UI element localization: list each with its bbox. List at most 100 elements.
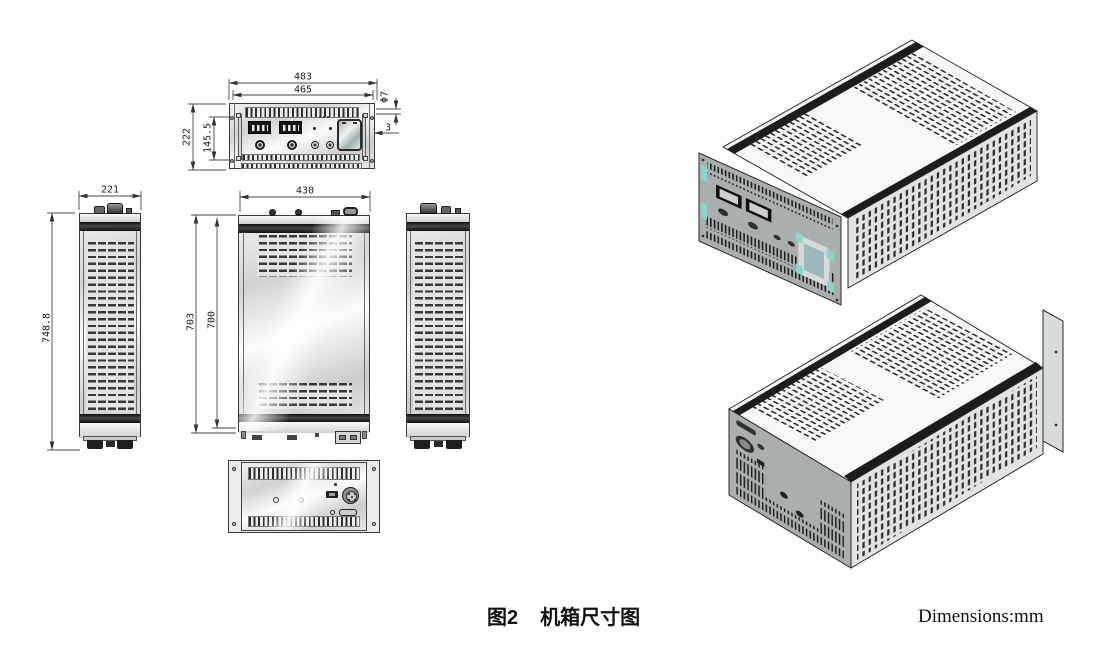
iso1-side-vent: [854, 119, 1031, 281]
iso2-rear-flange: [1042, 309, 1064, 453]
vent-field: [86, 242, 134, 410]
flange-screw: [1054, 350, 1058, 354]
rear-hole: [298, 497, 304, 503]
foot: [446, 440, 462, 449]
mount-hole: [372, 467, 376, 471]
front-knob: [287, 140, 297, 150]
dark-band: [407, 414, 469, 423]
figure-number: 图2: [487, 607, 519, 629]
vent-field: [413, 242, 463, 410]
top-knob: [295, 209, 302, 216]
mount-hole: [370, 159, 374, 163]
vent-patch-upper: [257, 235, 352, 277]
figure-caption: 图2 机箱尺寸图: [487, 601, 640, 630]
end-cap: [239, 216, 369, 224]
front-left-ear-line: [234, 104, 235, 168]
end-cap: [80, 214, 140, 222]
front-button: [326, 141, 334, 149]
mount-hole: [372, 522, 376, 526]
bottom-bolt: [252, 435, 262, 440]
top-connector: [441, 206, 451, 214]
front-top-vent: [245, 107, 359, 118]
opposite-side-view-drawing: [406, 203, 470, 449]
top-stud: [331, 210, 340, 216]
dark-band: [239, 224, 369, 233]
iso2-top-face: [728, 294, 1044, 483]
iso1-side-face: [847, 110, 1038, 289]
iso2-rail: [733, 297, 932, 415]
connector-cell: [350, 435, 357, 440]
iso2-rear-panel-details: [735, 420, 845, 560]
vent-patch-lower: [257, 383, 352, 409]
dim-label-top-width: 221: [100, 184, 120, 196]
foot: [414, 440, 430, 449]
front-right-rail: [362, 114, 366, 160]
iso1-top-vent: [853, 53, 1016, 146]
iso-view-front: [698, 39, 1039, 306]
iso1-rail: [727, 42, 924, 154]
led-indicator: [329, 127, 332, 130]
top-connector: [420, 203, 437, 214]
top-knob: [269, 209, 276, 216]
edge-line: [243, 216, 244, 431]
iso1-front-flange: [698, 152, 842, 306]
end-cap: [80, 423, 140, 438]
flange-screw: [701, 234, 705, 238]
front-view-drawing: [229, 103, 375, 169]
mount-hole: [232, 522, 236, 526]
rear-hole: [273, 497, 279, 503]
side-view-drawing: [238, 207, 370, 444]
end-cap: [407, 423, 469, 438]
base-bar: [83, 436, 137, 441]
switch-rocker: [329, 493, 335, 496]
edge-line: [364, 216, 365, 431]
front-square-connector: [337, 119, 362, 151]
mount-hole: [230, 115, 234, 120]
dim-label-side-depth-outer: 703: [185, 312, 197, 332]
power-switch: [326, 491, 338, 498]
dim-label-overall-width: 483: [293, 71, 313, 83]
iso1-top-vent: [744, 111, 864, 179]
flange-screw: [701, 158, 705, 162]
flange-screw: [1054, 423, 1058, 427]
foot: [117, 440, 133, 449]
dark-band: [407, 222, 469, 231]
rear-bottom-vent: [248, 516, 360, 527]
dsub-connector: [339, 509, 357, 516]
end-cap: [407, 214, 469, 222]
front-right-ear-line: [369, 104, 370, 168]
vent-dots: [319, 116, 321, 118]
digital-display: [248, 121, 271, 134]
iso2-rear-panel: [728, 408, 852, 569]
front-handle-mount: [363, 156, 368, 161]
rear-view-drawing: [228, 460, 380, 533]
connector-pins: [350, 495, 353, 498]
base-bar: [410, 436, 466, 441]
dim-label-top-depth: 748.8: [41, 312, 53, 344]
mount-hole: [232, 467, 236, 471]
edge-line: [410, 214, 411, 436]
bottom-tab: [241, 431, 246, 439]
display-segments: [251, 124, 268, 131]
units-label: Dimensions:mm: [918, 606, 1044, 627]
flange-screw: [835, 298, 839, 302]
top-connector: [94, 206, 105, 214]
iso-view-rear: [728, 294, 1064, 569]
front-handle-mount: [236, 113, 241, 118]
front-button: [311, 141, 319, 149]
display-segments: [282, 124, 299, 131]
connector-latch: [353, 122, 357, 124]
foot: [434, 441, 443, 447]
front-knob: [255, 140, 265, 150]
mount-hole: [230, 159, 234, 163]
digital-display: [279, 121, 302, 134]
dim-label-hole-spacing: 145.5: [202, 122, 214, 154]
connector-cell: [339, 435, 346, 440]
bottom-tab: [362, 431, 367, 439]
dim-label-side-width: 430: [295, 185, 315, 197]
figure-title: 机箱尺寸图: [540, 607, 641, 629]
iso2-rail: [844, 362, 1043, 482]
